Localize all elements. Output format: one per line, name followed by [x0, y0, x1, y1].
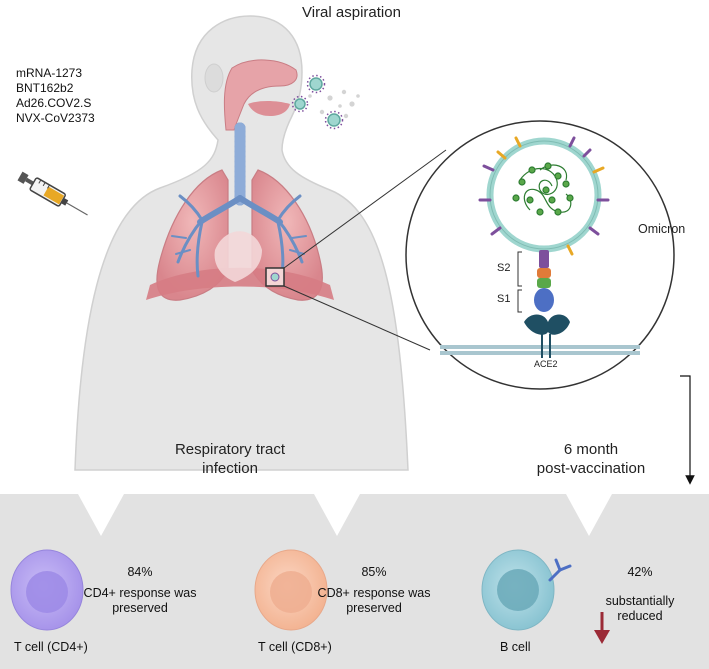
cd8-percent: 85%	[361, 565, 387, 579]
zoom-circle	[405, 120, 675, 390]
cd8-cell-name: T cell (CD8+)	[258, 640, 332, 654]
cd4-percent: 84%	[127, 565, 153, 579]
airborne-virus-particles	[291, 74, 360, 130]
cd8-t-cell	[254, 549, 328, 631]
rna-genome	[512, 162, 574, 216]
reduced-arrow-icon	[594, 612, 610, 644]
cd4-t-cell	[10, 549, 84, 631]
zoom-indicator	[265, 149, 447, 351]
b-cell	[481, 549, 572, 631]
s2-label: S2	[497, 262, 511, 274]
panel-label-infection: Respiratory tract infection	[174, 441, 286, 477]
vaccine-item: NVX-CoV2373	[16, 111, 95, 125]
airway	[171, 122, 307, 278]
syringe-icon	[17, 171, 88, 216]
vaccine-item: BNT162b2	[16, 81, 74, 95]
transition-arrow	[680, 375, 695, 485]
figure-title: Viral aspiration	[302, 4, 401, 21]
s1-label: S1	[497, 293, 511, 305]
b-cell-name: B cell	[500, 640, 531, 654]
ace2-label: ACE2	[534, 359, 558, 369]
vaccine-item: Ad26.COV2.S	[16, 96, 92, 110]
b-cell-receptor-icon	[548, 558, 572, 582]
panel-label-post-vaccination: 6 month post-vaccination	[536, 441, 646, 477]
variant-label: Omicron	[638, 222, 686, 236]
b-cell-description: substantially reduced	[605, 594, 675, 623]
vaccine-item: mRNA-1273	[16, 66, 83, 80]
ace2-receptor	[524, 314, 570, 358]
cd4-description: CD4+ response was preserved	[83, 586, 197, 615]
b-cell-percent: 42%	[627, 565, 653, 579]
vaccine-list: mRNA-1273 BNT162b2 Ad26.COV2.S NVX-CoV23…	[16, 66, 95, 126]
cd8-description: CD8+ response was preserved	[317, 586, 431, 615]
nasal-cavity	[223, 59, 298, 131]
cd4-cell-name: T cell (CD4+)	[14, 640, 88, 654]
spike-protein	[534, 250, 554, 312]
